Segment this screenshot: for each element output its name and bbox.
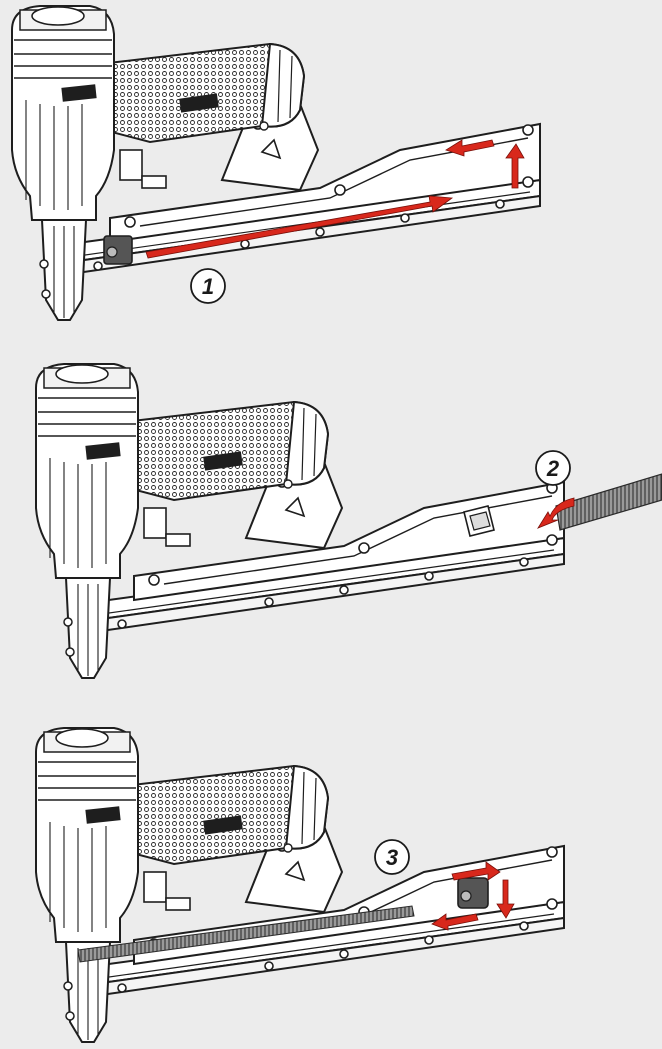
step-1-badge: 1 [190,268,226,304]
step-1-panel: 1 [11,5,541,321]
step-2-number: 2 [546,456,560,481]
pusher-icon [457,877,489,909]
step-2-panel: 2 [35,363,662,679]
red-arrow-icon [145,139,525,259]
step-3-panel: 3 [35,727,565,1043]
pusher-icon [103,235,133,265]
step-2-badge: 2 [535,450,571,486]
stapler-icon [11,5,541,321]
step-3-number: 3 [386,845,398,870]
red-arrow-icon [537,497,575,529]
staple-strip-icon [555,473,662,531]
staple-strip-icon [77,905,415,963]
step-1-number: 1 [202,274,214,299]
step-3-badge: 3 [374,839,410,875]
pusher-icon [463,505,495,537]
red-arrow-icon [431,861,515,931]
